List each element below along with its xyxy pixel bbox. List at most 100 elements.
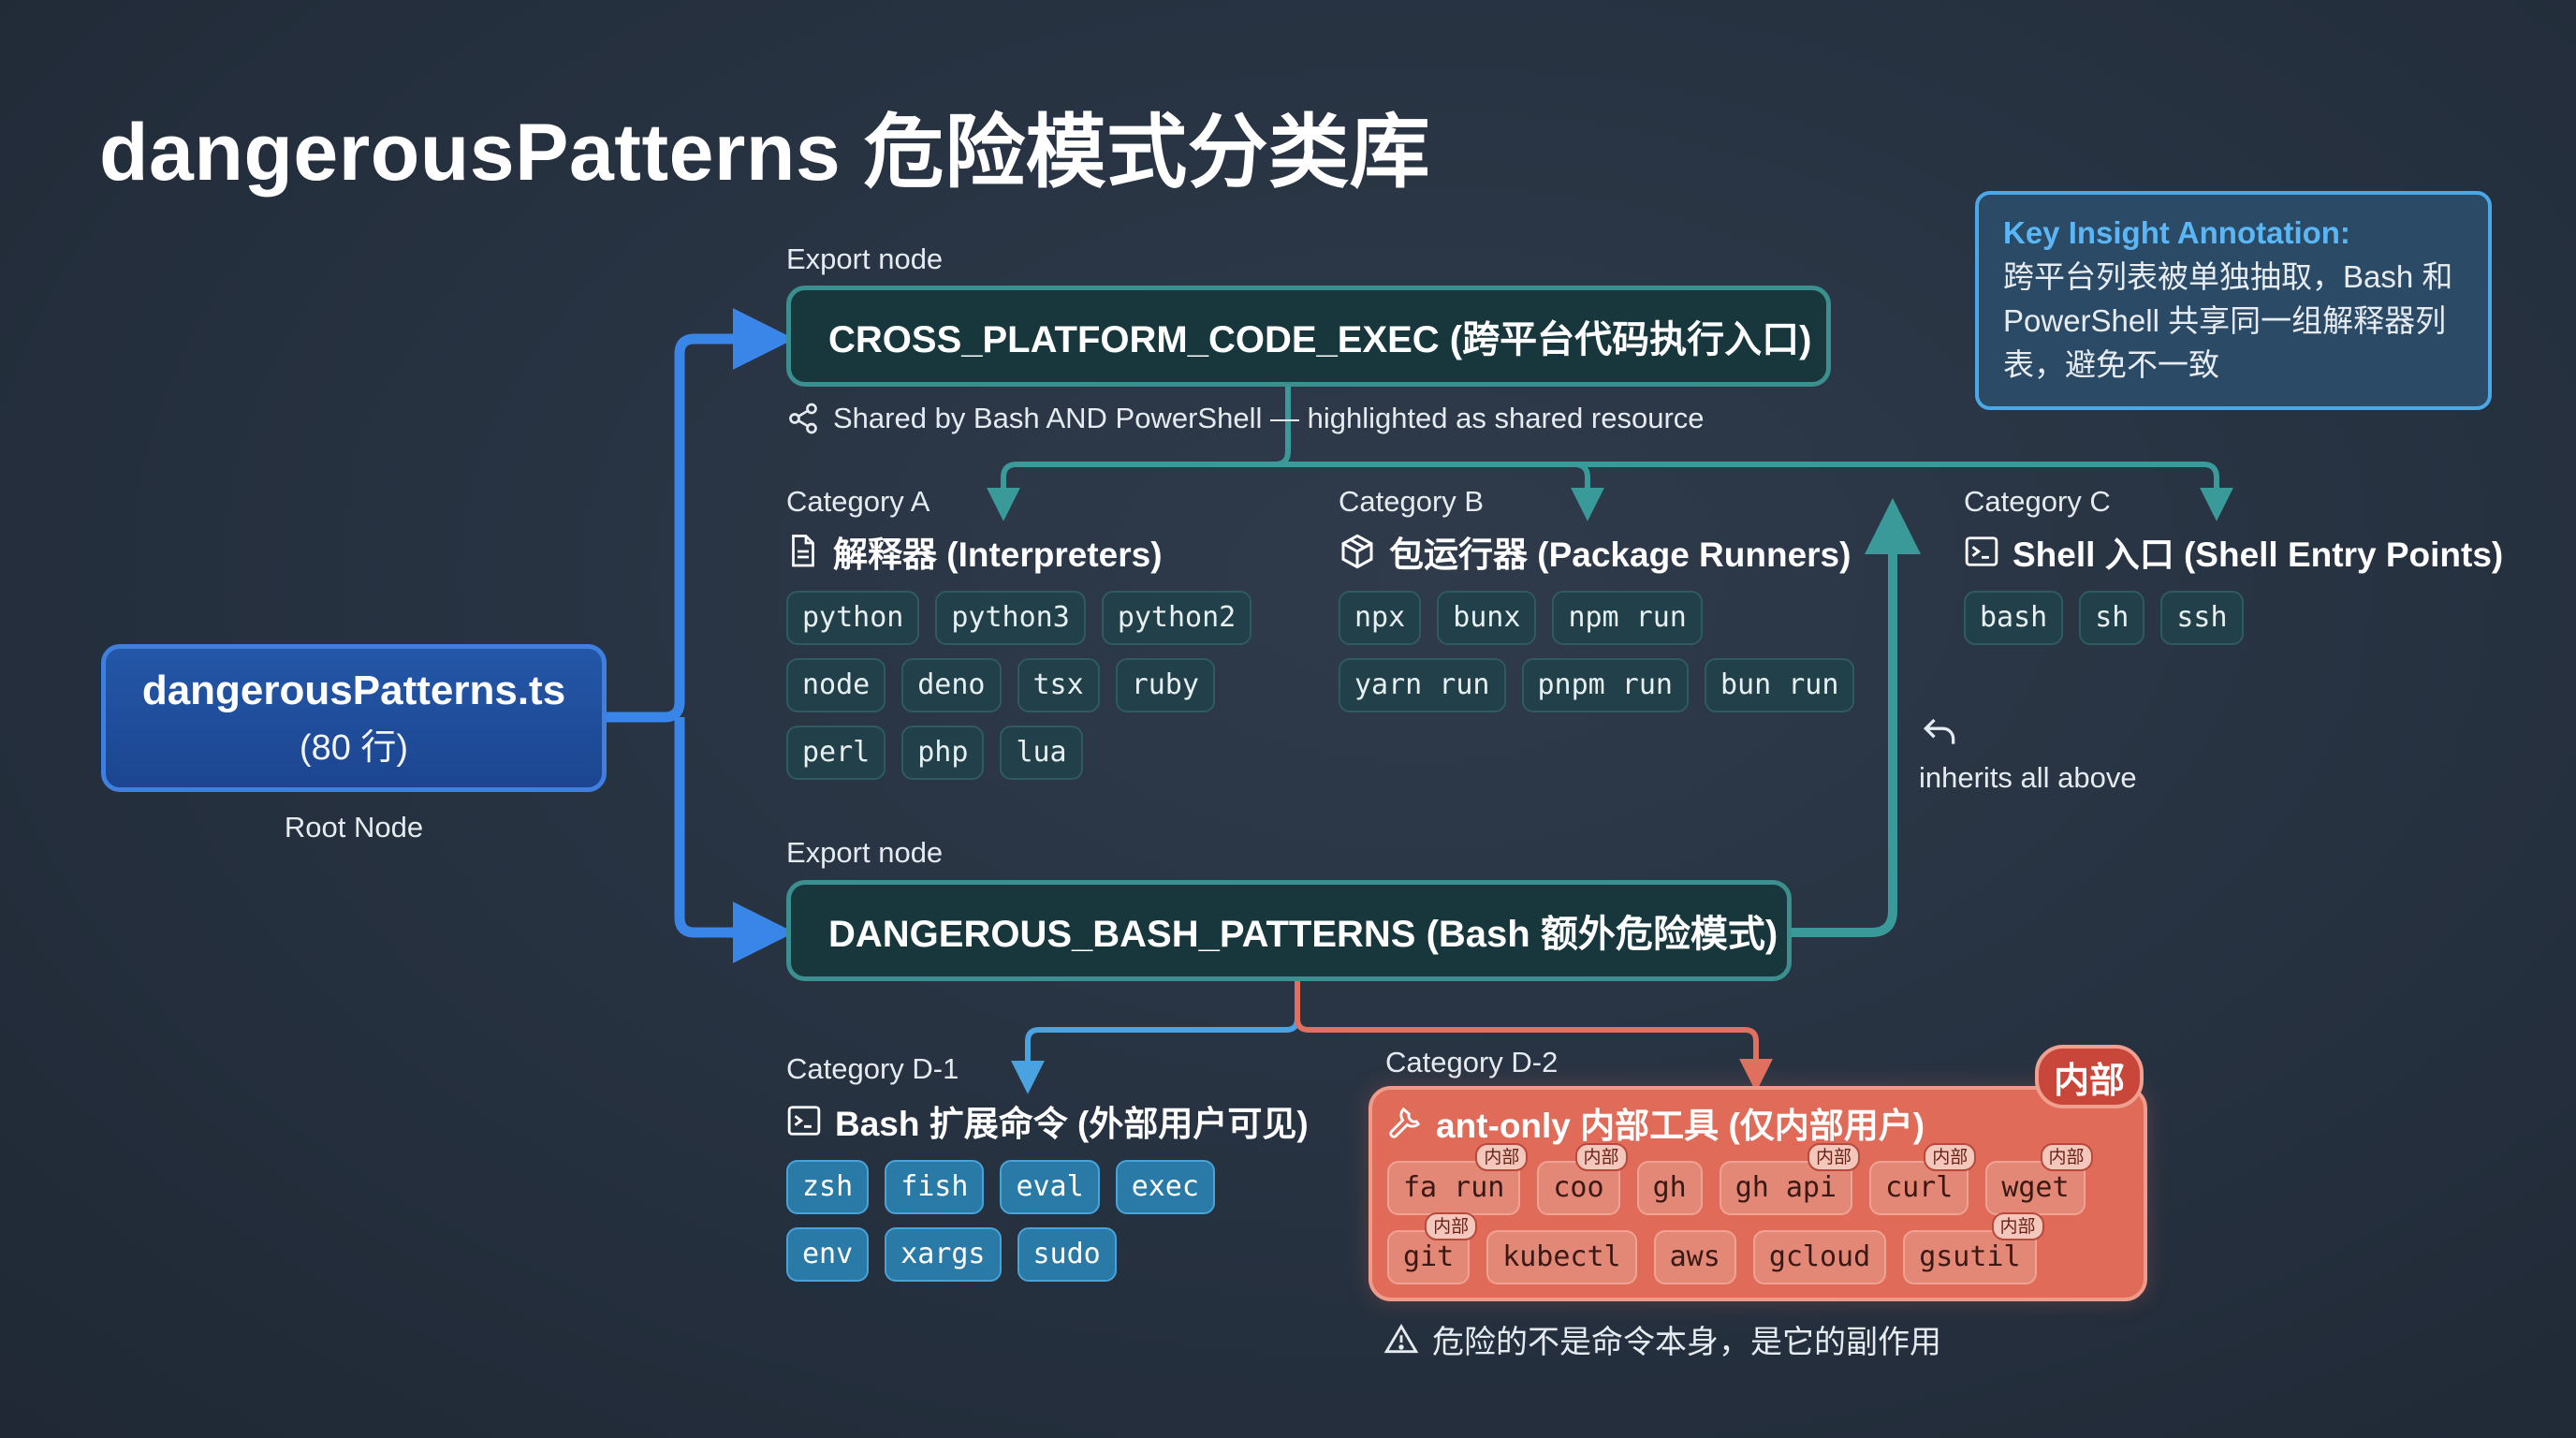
internal-tag: 内部 <box>2040 1143 2093 1171</box>
chip-label: bun run <box>1720 668 1839 701</box>
shared-note: Shared by Bash AND PowerShell — highligh… <box>786 402 1705 435</box>
chip-label: xargs <box>900 1238 986 1270</box>
terminal-icon <box>1965 536 1998 566</box>
chip-label: tsx <box>1032 668 1084 701</box>
chip-label: wget <box>2001 1171 2070 1204</box>
chip-label: exec <box>1131 1170 1199 1203</box>
chip-label: deno <box>917 668 986 701</box>
category-b-title: 包运行器 (Package Runners) <box>1389 536 1852 574</box>
internal-tag: 内部 <box>1475 1143 1529 1171</box>
wrench-icon <box>1389 1107 1421 1138</box>
category-d1-chip: fish <box>885 1160 985 1214</box>
category-a-chip: lua <box>1000 726 1083 780</box>
shared-note-text: Shared by Bash AND PowerShell — highligh… <box>833 402 1705 434</box>
category-b-chip: bunx <box>1437 591 1537 645</box>
chip-label: fish <box>900 1170 969 1203</box>
chip-label: node <box>802 668 871 701</box>
category-d2-heading: ant-only 内部工具 (仅内部用户) <box>1387 1097 1925 1148</box>
category-a-chip: node <box>786 658 886 712</box>
category-b-chip: npm run <box>1552 591 1703 645</box>
package-icon <box>1341 534 1373 569</box>
chip-label: sh <box>2095 601 2130 634</box>
category-a-heading: 解释器 (Interpreters) <box>786 526 1163 577</box>
export-node-dangerous-bash[interactable]: DANGEROUS_BASH_PATTERNS (Bash 额外危险模式) <box>786 880 1792 981</box>
category-a-title: 解释器 (Interpreters) <box>833 536 1163 574</box>
category-a-chip: deno <box>901 658 1002 712</box>
category-a-chip: ruby <box>1115 658 1215 712</box>
category-c-title: Shell 入口 (Shell Entry Points) <box>2012 536 2504 574</box>
category-d1-heading: Bash 扩展命令 (外部用户可见) <box>786 1095 1309 1146</box>
category-d1-chip: xargs <box>885 1227 1002 1282</box>
category-c-chip: sh <box>2079 591 2145 645</box>
chip-label: python <box>802 601 904 634</box>
category-c-chip: ssh <box>2160 591 2244 645</box>
export-bottom-to-d2-link <box>1295 981 1773 1093</box>
chip-label: eval <box>1016 1170 1084 1203</box>
category-d1-title: Bash 扩展命令 (外部用户可见) <box>835 1105 1309 1143</box>
chip-label: pnpm run <box>1537 668 1674 701</box>
category-a-chip: python3 <box>935 591 1086 645</box>
export-top-caption: Export node <box>786 242 944 275</box>
warning-icon <box>1383 1323 1419 1353</box>
page-title: dangerousPatterns 危险模式分类库 <box>99 108 1431 198</box>
category-c-label: Category C <box>1964 485 2111 518</box>
internal-tag: 内部 <box>1425 1212 1478 1240</box>
root-to-export-bottom-link <box>674 717 795 963</box>
export-top-to-category-a-link <box>987 386 1291 521</box>
chip-label: ssh <box>2176 601 2228 634</box>
chip-label: lua <box>1016 736 1067 769</box>
root-node[interactable]: dangerousPatterns.ts (80 行) <box>101 644 607 792</box>
category-d2-title: ant-only 内部工具 (仅内部用户) <box>1436 1107 1925 1145</box>
category-d1-chip-list: zsh fish eval exec env xargs sudo <box>786 1160 1310 1282</box>
chip-label: env <box>802 1238 854 1270</box>
category-d1-chip: env <box>786 1227 870 1282</box>
export-node-cross-platform-label: CROSS_PLATFORM_CODE_EXEC (跨平台代码执行入口) <box>828 319 1812 360</box>
chip-label: yarn run <box>1354 668 1490 701</box>
internal-tag: 内部 <box>1924 1143 1977 1171</box>
chip-label: gh api <box>1734 1171 1837 1204</box>
category-a-chip: php <box>901 726 985 780</box>
share-icon <box>789 403 817 434</box>
side-effect-warning-text: 危险的不是命令本身，是它的副作用 <box>1432 1325 1941 1360</box>
category-d1-chip: exec <box>1115 1160 1215 1214</box>
root-node-name: dangerousPatterns.ts <box>141 667 566 713</box>
category-d1-chip: sudo <box>1017 1227 1117 1282</box>
chip-label: kubectl <box>1502 1240 1621 1273</box>
category-c-chip: bash <box>1964 591 2064 645</box>
root-to-export-top-link <box>607 308 795 723</box>
category-b-label: Category B <box>1339 485 1485 518</box>
internal-badge: 内部 <box>2035 1045 2144 1108</box>
export-node-cross-platform[interactable]: CROSS_PLATFORM_CODE_EXEC (跨平台代码执行入口) <box>786 286 1831 387</box>
chip-label: perl <box>802 736 871 769</box>
side-effect-warning: 危险的不是命令本身，是它的副作用 <box>1383 1316 1941 1362</box>
category-b-chip: npx <box>1339 591 1422 645</box>
category-a-chip: python2 <box>1101 591 1252 645</box>
chip-label: coo <box>1553 1171 1604 1204</box>
terminal-icon <box>787 1106 821 1136</box>
category-b-chip: yarn run <box>1339 658 1506 712</box>
chip-label: git <box>1403 1240 1455 1273</box>
chip-label: zsh <box>802 1170 854 1203</box>
chip-label: sudo <box>1032 1238 1101 1270</box>
root-node-line-count: (80 行) <box>299 727 409 768</box>
export-node-dangerous-bash-label: DANGEROUS_BASH_PATTERNS (Bash 额外危险模式) <box>828 914 1778 955</box>
category-a-chip: python <box>786 591 920 645</box>
chip-label: bunx <box>1453 601 1521 634</box>
category-a-chip: perl <box>786 726 886 780</box>
export-bottom-caption: Export node <box>786 836 944 869</box>
chip-label: gh <box>1652 1171 1687 1204</box>
category-d2-chip: kubectl <box>1486 1230 1637 1284</box>
inherits-note-text: inherits all above <box>1919 761 2137 794</box>
key-insight-body: 跨平台列表被单独抽取，Bash 和 PowerShell 共享同一组解释器列表，… <box>2003 259 2453 382</box>
internal-tag: 内部 <box>1808 1143 1861 1171</box>
category-d1-label: Category D-1 <box>786 1052 959 1085</box>
key-insight-annotation: Key Insight Annotation: 跨平台列表被单独抽取，Bash … <box>1975 191 2492 410</box>
